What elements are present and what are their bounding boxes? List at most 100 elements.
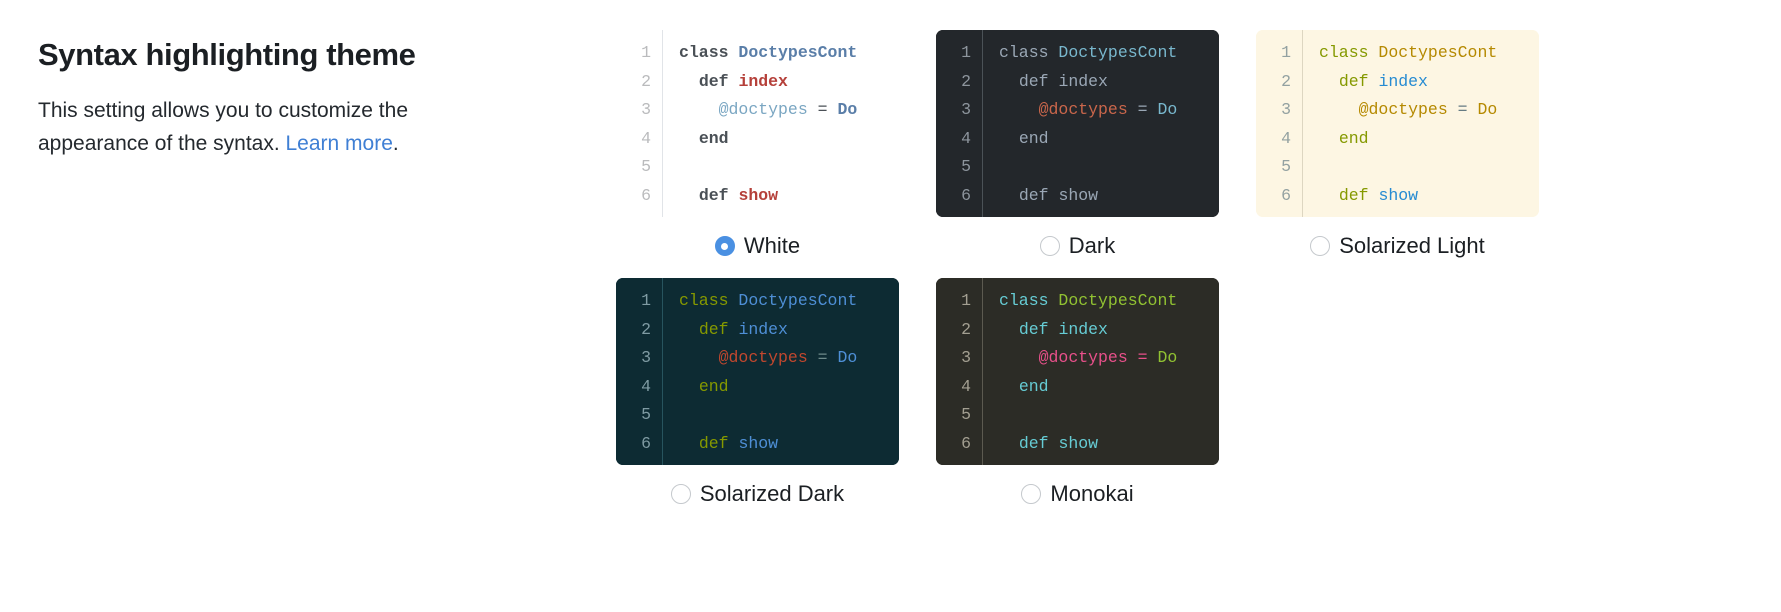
- line-number: 2: [641, 319, 651, 339]
- code-token-op: =: [1457, 100, 1468, 120]
- description-text-before: This setting allows you to customize the…: [38, 99, 409, 155]
- code-line: [999, 153, 1219, 182]
- code-token-kw: end: [1018, 128, 1049, 148]
- code-token-kw: class: [999, 43, 1049, 62]
- code-token-fn: index: [1058, 71, 1108, 91]
- line-number: 1: [961, 43, 971, 62]
- theme-radio-row-dark[interactable]: Dark: [936, 235, 1219, 257]
- line-number: 3: [961, 348, 971, 368]
- code-token-kw: def: [1018, 319, 1049, 339]
- code-token-cls: DoctypesCont: [1058, 43, 1178, 62]
- theme-radio-row-solarized-light[interactable]: Solarized Light: [1256, 235, 1539, 257]
- theme-radio-row-solarized-dark[interactable]: Solarized Dark: [616, 483, 899, 505]
- code-token-pl: [1049, 434, 1059, 453]
- code-token-kw: end: [1018, 376, 1049, 396]
- code-token-fn: show: [1058, 433, 1099, 453]
- radio-button-solarized-light[interactable]: [1310, 236, 1331, 256]
- code-token-cls: DoctypesCont: [738, 43, 858, 62]
- code-token-kw: def: [1018, 433, 1049, 453]
- line-number: 5: [961, 405, 971, 425]
- code-line: end: [999, 373, 1219, 402]
- code-token-pl: [999, 320, 1019, 339]
- code-token-pl: [1448, 100, 1458, 119]
- code-token-pl: [1128, 100, 1138, 119]
- line-number: 3: [1281, 100, 1291, 120]
- code-line: @doctypes = Do: [999, 344, 1219, 373]
- code-token-pl: [679, 72, 699, 91]
- code-line: [679, 153, 899, 182]
- code-line: [679, 401, 899, 430]
- code-line: def index: [679, 316, 899, 345]
- code-token-pl: [999, 186, 1019, 205]
- code-token-var: @doctypes: [1038, 348, 1128, 368]
- code-body: class DoctypesCont def index @doctypes =…: [1302, 30, 1539, 217]
- code-token-op: =: [1137, 348, 1148, 368]
- line-number: 1: [641, 291, 651, 310]
- setting-description: This setting allows you to customize the…: [38, 95, 508, 160]
- line-number: 2: [641, 71, 651, 91]
- line-number: 6: [641, 433, 651, 453]
- code-line: [1319, 153, 1539, 182]
- code-token-pl: [1049, 72, 1059, 91]
- theme-radio-row-white[interactable]: White: [616, 235, 899, 257]
- code-line: @doctypes = Do: [679, 344, 899, 373]
- radio-button-dark[interactable]: [1039, 236, 1060, 256]
- code-token-kw: def: [1338, 185, 1369, 205]
- line-number: 2: [961, 71, 971, 91]
- line-number: 6: [1281, 185, 1291, 205]
- code-token-fn: index: [738, 71, 788, 91]
- code-token-kw: def: [698, 319, 729, 339]
- code-token-kw: def: [1018, 185, 1049, 205]
- code-token-pl: [828, 348, 838, 367]
- theme-radio-row-monokai[interactable]: Monokai: [936, 483, 1219, 505]
- code-token-cls: DoctypesCont: [1058, 291, 1178, 310]
- code-token-pl: [1319, 186, 1339, 205]
- line-number: 3: [641, 100, 651, 120]
- code-token-cls: Do: [837, 100, 858, 120]
- code-token-pl: [679, 320, 699, 339]
- code-token-fn: index: [738, 319, 788, 339]
- code-token-op: =: [817, 100, 828, 120]
- radio-button-solarized-dark[interactable]: [670, 484, 691, 504]
- code-token-pl: [999, 377, 1019, 396]
- line-number: 5: [1281, 157, 1291, 177]
- code-token-pl: [729, 186, 739, 205]
- code-line: end: [679, 373, 899, 402]
- radio-button-monokai[interactable]: [1021, 484, 1042, 504]
- code-token-cls: Do: [837, 348, 858, 368]
- code-line: class DoctypesCont: [999, 287, 1219, 316]
- radio-button-white[interactable]: [714, 236, 735, 256]
- learn-more-link[interactable]: Learn more: [285, 131, 393, 155]
- line-number: 1: [641, 43, 651, 62]
- code-token-pl: [808, 100, 818, 119]
- code-line: end: [679, 125, 899, 154]
- code-token-pl: [1319, 129, 1339, 148]
- code-token-pl: [828, 100, 838, 119]
- code-line: @doctypes = Do: [999, 96, 1219, 125]
- code-token-pl: [679, 348, 719, 367]
- code-token-var: @doctypes: [718, 348, 808, 368]
- code-token-pl: [999, 72, 1019, 91]
- code-token-pl: [679, 377, 699, 396]
- code-line: end: [1319, 125, 1539, 154]
- code-token-var: @doctypes: [1038, 100, 1128, 120]
- code-token-pl: [679, 186, 699, 205]
- page-title: Syntax highlighting theme: [38, 37, 416, 72]
- theme-label-dark: Dark: [1068, 233, 1116, 258]
- code-token-pl: [1049, 186, 1059, 205]
- code-token-cls: DoctypesCont: [1378, 43, 1498, 62]
- code-token-kw: def: [698, 433, 729, 453]
- code-token-pl: [999, 434, 1019, 453]
